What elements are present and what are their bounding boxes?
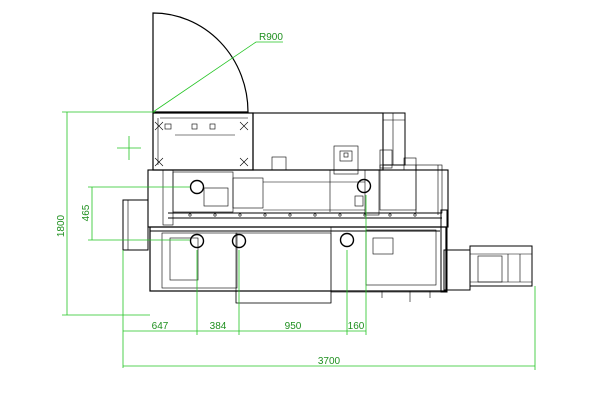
door-swing-arc <box>152 12 249 113</box>
center-marker-icon <box>117 136 141 160</box>
fixing-cross-icon <box>239 121 249 131</box>
outfeed-conveyor <box>469 245 533 287</box>
top-housing-frame <box>252 112 384 171</box>
fixing-cross-icon <box>239 157 249 167</box>
fixing-cross-icon <box>154 121 164 131</box>
roller-icon <box>189 233 205 249</box>
dim-seg-4: 160 <box>348 321 365 332</box>
lower-frame <box>149 226 447 304</box>
roller-icon <box>231 233 247 249</box>
dim-height-inner: 465 <box>81 204 92 221</box>
dim-seg-1: 647 <box>152 321 169 332</box>
dim-seg-3: 950 <box>285 321 302 332</box>
dim-height-overall: 1800 <box>56 214 67 237</box>
fixing-cross-icon <box>154 157 164 167</box>
lower-cabinet <box>235 232 332 304</box>
roller-icon <box>356 178 372 194</box>
left-feed-stub <box>122 199 149 251</box>
dim-radius: R900 <box>259 32 283 43</box>
right-extension <box>440 209 471 293</box>
upper-cabinet <box>152 112 254 171</box>
lower-frame-outline <box>149 226 447 292</box>
door-swing <box>152 12 283 113</box>
radius-leader <box>152 41 257 113</box>
dim-length-overall: 3700 <box>318 356 341 367</box>
dim-seg-2: 384 <box>210 321 227 332</box>
conveyor-frame <box>469 245 533 287</box>
upper-cabinet-frame <box>152 112 254 171</box>
top-housing <box>252 112 417 175</box>
dimension-labels: R900 1800 465 647 384 950 160 3700 <box>56 32 365 367</box>
rollers <box>189 178 372 249</box>
middle-zone <box>147 164 449 228</box>
dimensions <box>62 111 536 370</box>
roller-icon <box>339 232 355 248</box>
roller-icon <box>189 179 205 195</box>
